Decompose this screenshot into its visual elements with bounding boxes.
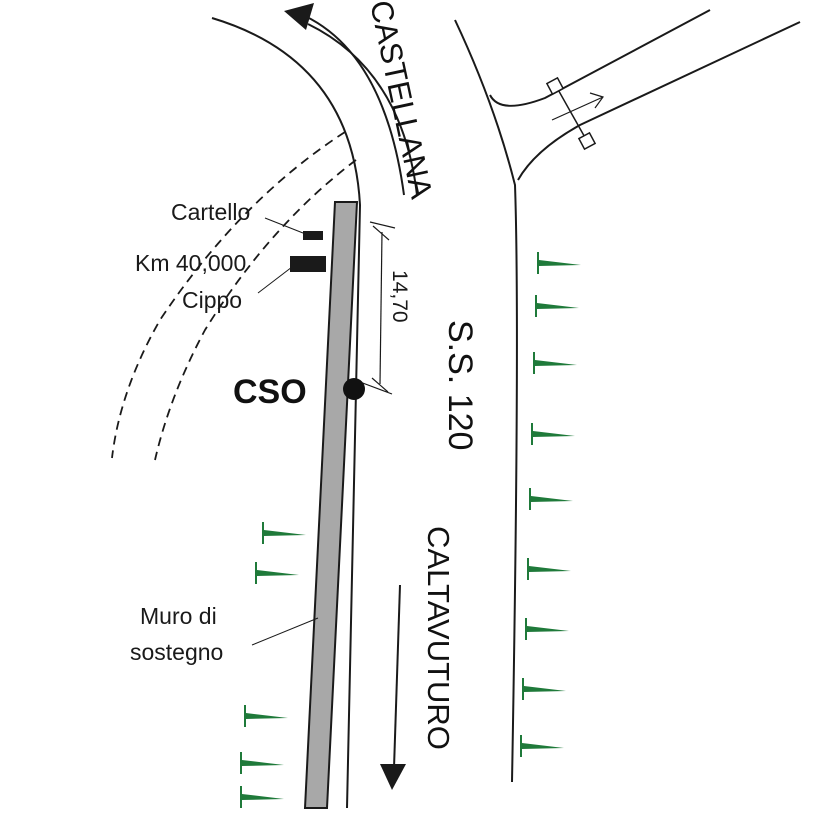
- road-left-edge: [211, 17, 362, 809]
- leader-lines: [251, 217, 319, 646]
- grass-tuft-icon: [262, 522, 306, 544]
- grass-tuft-icon: [244, 705, 288, 727]
- grass-tuft-icon: [533, 352, 577, 374]
- grass-tuft-icon: [527, 558, 571, 580]
- retaining-wall: [303, 201, 359, 809]
- dashed-track-inner: [154, 159, 357, 461]
- side-road-lower-edge: [517, 21, 801, 181]
- grass-tuft-icon: [531, 423, 575, 445]
- grass-tuft-icon: [522, 678, 566, 700]
- grass-tuft-icon: [529, 488, 573, 510]
- dashed-track-outer: [111, 131, 346, 459]
- label-km: Km 40,000: [135, 250, 246, 276]
- label-cartello: Cartello: [171, 199, 250, 225]
- label-caltavuturo: CALTAVUTURO: [421, 526, 456, 750]
- side-road-upper-edge: [489, 9, 711, 107]
- cartello-marker: [303, 231, 323, 240]
- north-arrow-icon: [284, 3, 405, 196]
- grass-tuft-icon: [525, 618, 569, 640]
- label-road-name: S.S. 120: [441, 320, 479, 450]
- side-road-arrow-icon: [551, 92, 604, 121]
- label-castellana: CASTELLANA: [363, 0, 439, 202]
- label-distance: 14,70: [388, 270, 411, 323]
- grass-tuft-icon: [255, 562, 299, 584]
- label-cippo: Cippo: [182, 287, 242, 313]
- grass-tuft-icon: [537, 252, 581, 274]
- road-edges: [211, 9, 801, 809]
- grass-tuft-icon: [240, 752, 284, 774]
- south-arrow-icon: [380, 584, 406, 790]
- cso-point: [343, 378, 365, 400]
- cippo-marker: [290, 256, 326, 272]
- vegetation: [240, 252, 581, 808]
- grass-tuft-icon: [520, 735, 564, 757]
- road-right-edge: [454, 19, 518, 783]
- label-muro-line2: sostegno: [130, 639, 223, 665]
- dashed-track: [111, 131, 357, 461]
- grass-tuft-icon: [535, 295, 579, 317]
- label-cso: CSO: [233, 373, 307, 411]
- distance-dimension: [359, 221, 396, 395]
- gate-icon: [545, 76, 597, 151]
- label-muro-line1: Muro di: [140, 603, 217, 629]
- grass-tuft-icon: [240, 786, 284, 808]
- road-inner-curve: [307, 23, 418, 196]
